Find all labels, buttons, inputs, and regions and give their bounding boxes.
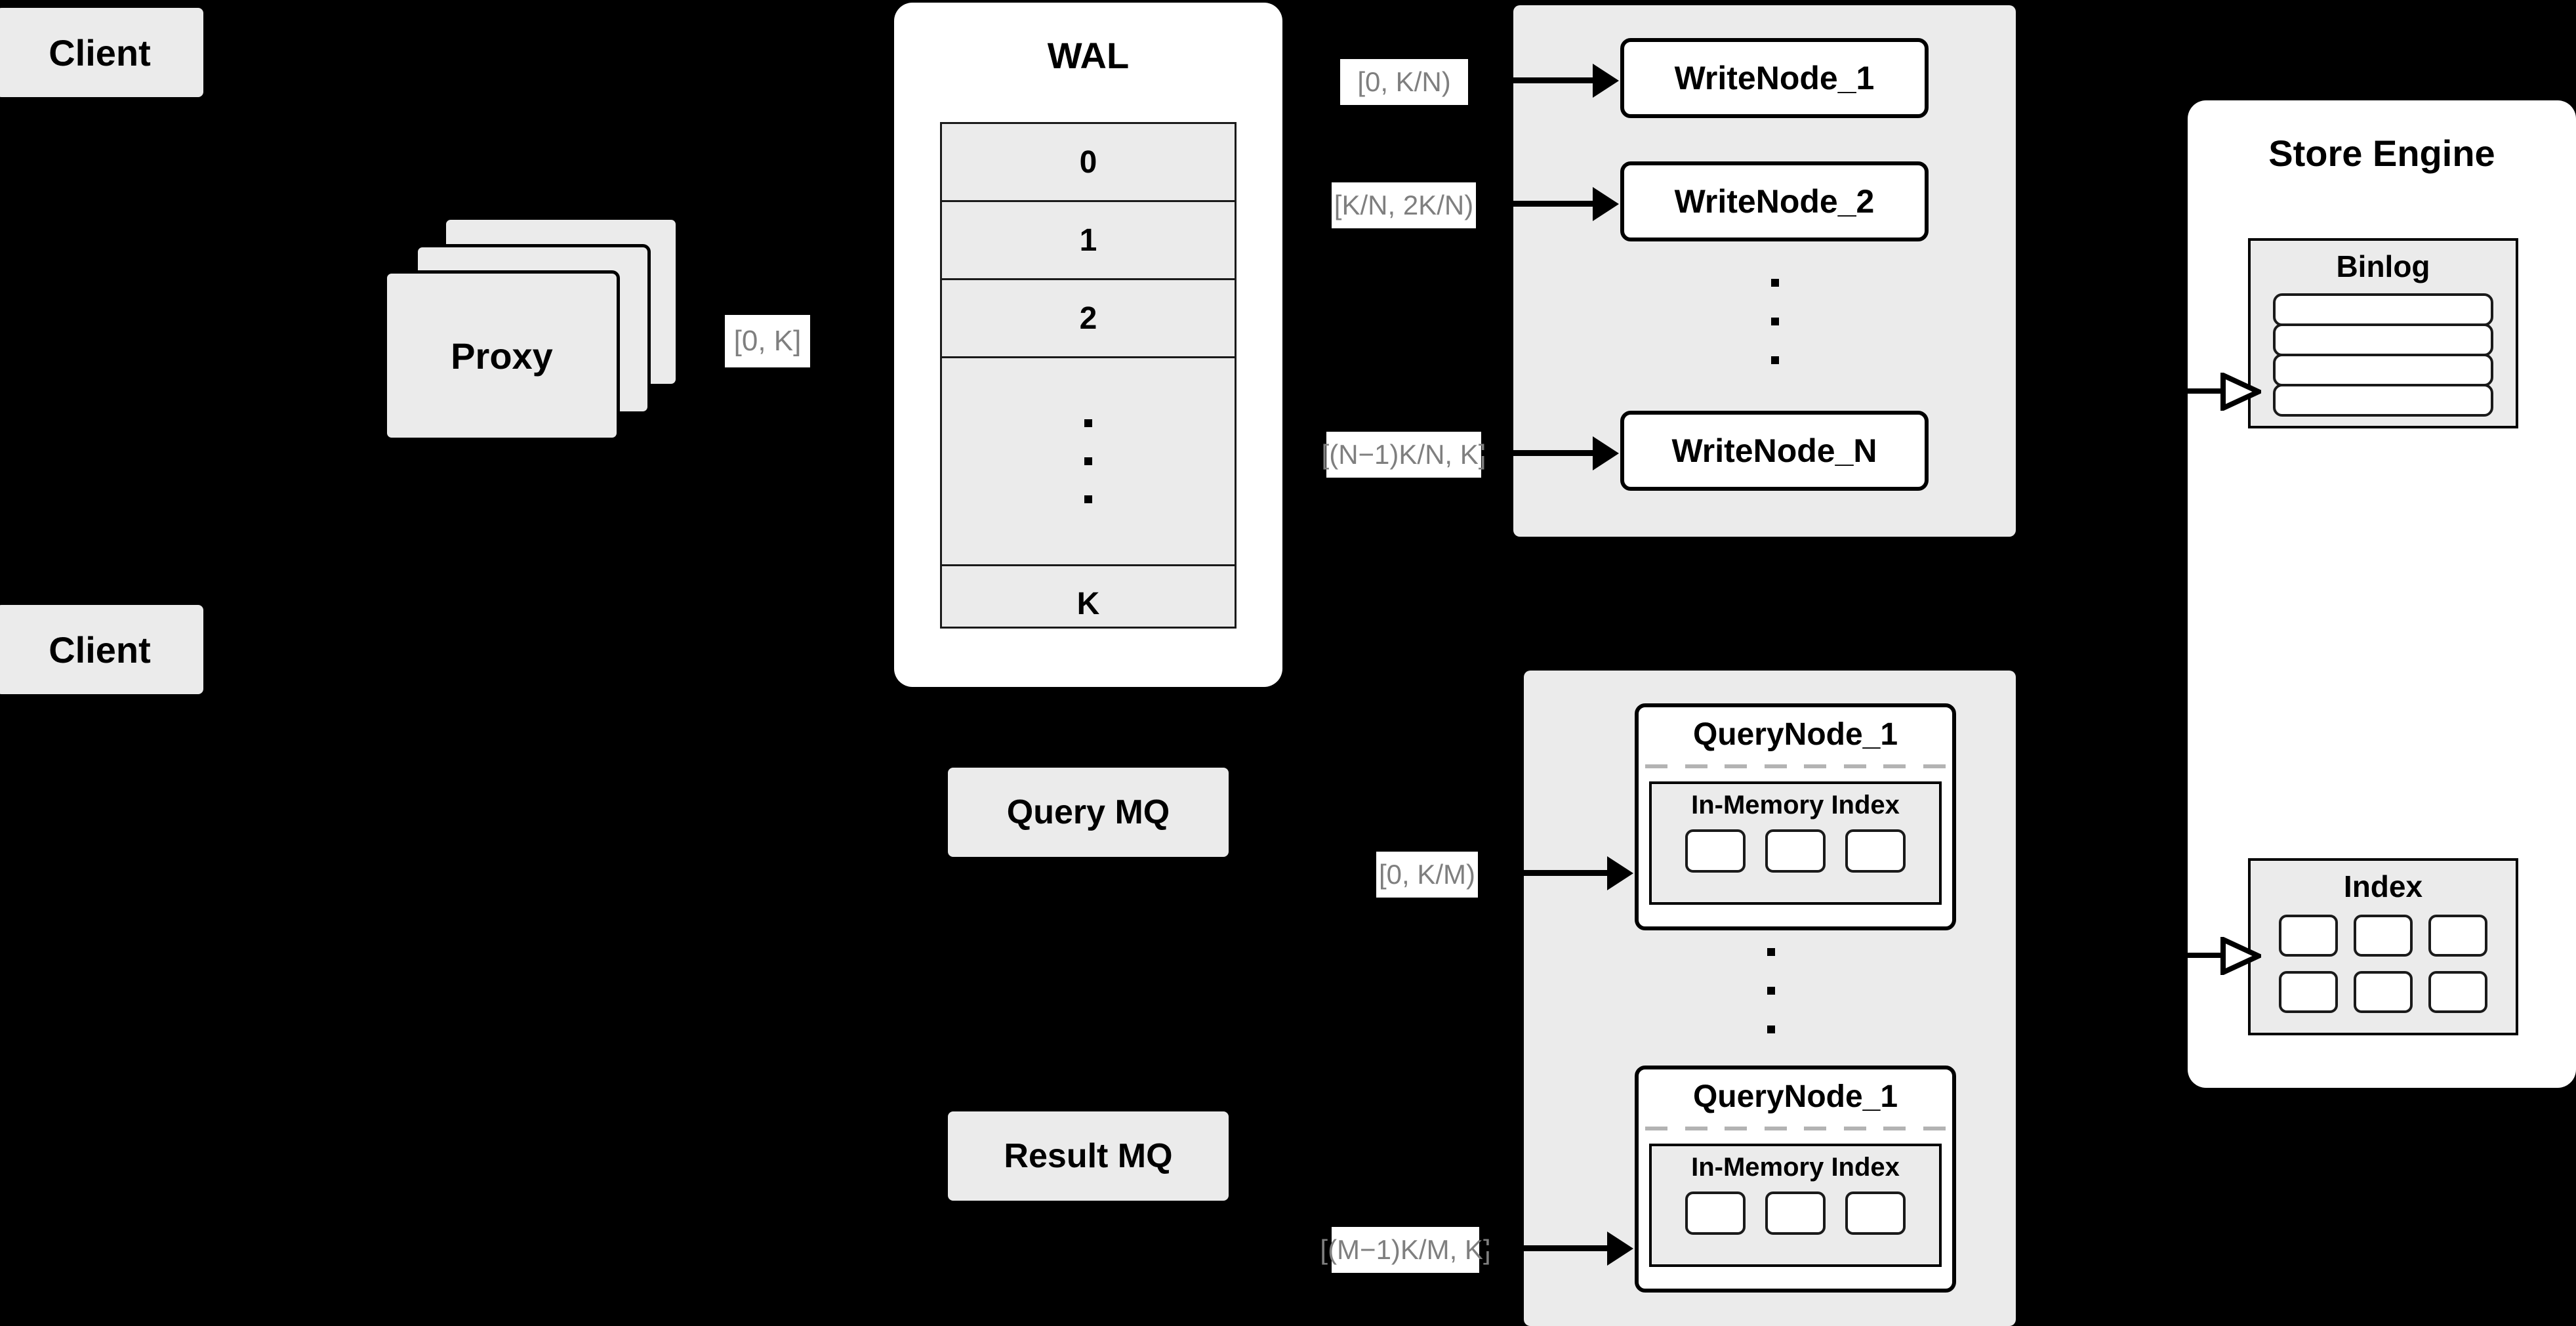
wal-vertical-ellipsis-icon	[1084, 419, 1092, 503]
index-cell[interactable]	[2428, 915, 2487, 957]
connector-query-1	[1484, 870, 1608, 876]
binlog-row[interactable]	[2273, 384, 2493, 417]
query-node-m[interactable]: QueryNode_1 In-Memory Index	[1635, 1066, 1956, 1293]
query-mq-box[interactable]: Query MQ	[947, 766, 1230, 858]
wal-row-label: 2	[1079, 300, 1097, 336]
query-mq-label: Query MQ	[1006, 793, 1170, 831]
wal-row-label: 0	[1079, 144, 1097, 180]
in-memory-index-label-m: In-Memory Index	[1691, 1153, 1900, 1182]
proxy-label: Proxy	[451, 335, 553, 377]
store-engine-panel: Store Engine Binlog Index	[2188, 100, 2576, 1088]
write-cluster-vertical-ellipsis-icon	[1770, 279, 1780, 364]
query-node-m-in-memory-index[interactable]: In-Memory Index	[1649, 1144, 1942, 1267]
query-node-m-separator	[1645, 1127, 1946, 1130]
query-node-1-in-memory-index[interactable]: In-Memory Index	[1649, 781, 1942, 905]
wal-row-label: K	[1076, 586, 1100, 621]
wal-panel: WAL 0 1 2 K	[894, 3, 1282, 687]
index-cell[interactable]	[1685, 1191, 1746, 1235]
query-node-1[interactable]: QueryNode_1 In-Memory Index	[1635, 703, 1956, 930]
arrowhead-write-n-icon	[1593, 436, 1619, 470]
client-box-1[interactable]: Client	[0, 7, 205, 98]
wal-row-label: 1	[1079, 222, 1097, 258]
binlog-box[interactable]: Binlog	[2248, 238, 2518, 428]
wal-row-k[interactable]: K	[942, 566, 1235, 641]
result-mq-label: Result MQ	[1004, 1137, 1173, 1175]
index-cell[interactable]	[1845, 1191, 1906, 1235]
connector-write-n	[1481, 450, 1594, 456]
edge-label-text: [(M−1)K/M, K]	[1320, 1234, 1491, 1265]
binlog-title: Binlog	[2336, 249, 2430, 283]
index-cell[interactable]	[1845, 829, 1906, 873]
client-label-2: Client	[49, 629, 151, 671]
connector-to-index	[2188, 953, 2226, 958]
arrowhead-query-1-icon	[1607, 856, 1633, 890]
edge-label-write-1: [0, K/N)	[1340, 59, 1468, 105]
arrowhead-query-m-icon	[1607, 1232, 1633, 1266]
edge-label-write-2: [K/N, 2K/N)	[1332, 182, 1476, 228]
edge-label-query-1: [0, K/M)	[1376, 852, 1478, 898]
wal-row-ellipsis	[942, 358, 1235, 566]
index-cell[interactable]	[1685, 829, 1746, 873]
write-node-2[interactable]: WriteNode_2	[1620, 161, 1929, 241]
edge-label-proxy-to-wal: [0, K]	[725, 315, 810, 367]
index-cell[interactable]	[2354, 915, 2413, 957]
binlog-row[interactable]	[2273, 354, 2493, 386]
proxy-box[interactable]: Proxy	[384, 270, 620, 441]
query-node-m-title: QueryNode_1	[1692, 1079, 1898, 1114]
binlog-row[interactable]	[2273, 293, 2493, 326]
connector-query-m	[1484, 1245, 1608, 1251]
index-cell[interactable]	[1765, 1191, 1826, 1235]
edge-label-write-n: [(N−1)K/N, K]	[1322, 432, 1486, 478]
edge-label-text: [(N−1)K/N, K]	[1321, 439, 1486, 470]
index-cell[interactable]	[2279, 971, 2338, 1013]
index-cell[interactable]	[1765, 829, 1826, 873]
client-box-2[interactable]: Client	[0, 604, 205, 695]
arrowhead-binlog-icon	[2220, 373, 2261, 411]
binlog-row[interactable]	[2273, 323, 2493, 356]
index-cell[interactable]	[2279, 915, 2338, 957]
edge-label-text: [0, K]	[733, 325, 802, 357]
wal-row-2[interactable]: 2	[942, 280, 1235, 358]
index-title: Index	[2343, 869, 2423, 903]
wal-title: WAL	[1047, 35, 1130, 76]
index-cell[interactable]	[2428, 971, 2487, 1013]
query-node-1-separator	[1645, 764, 1946, 768]
arrowhead-write-2-icon	[1593, 187, 1619, 221]
index-box[interactable]: Index	[2248, 858, 2518, 1035]
wal-rows: 0 1 2 K	[940, 122, 1237, 629]
write-node-n[interactable]: WriteNode_N	[1620, 411, 1929, 491]
query-cluster-vertical-ellipsis-icon	[1767, 948, 1776, 1033]
edge-label-text: [K/N, 2K/N)	[1334, 190, 1474, 220]
connector-to-binlog	[2188, 388, 2226, 394]
write-node-1-label: WriteNode_1	[1674, 60, 1875, 96]
wal-row-1[interactable]: 1	[942, 202, 1235, 280]
connector-write-1	[1476, 77, 1594, 83]
connector-write-2	[1481, 201, 1594, 207]
query-node-1-title: QueryNode_1	[1692, 717, 1898, 752]
result-mq-box[interactable]: Result MQ	[947, 1110, 1230, 1202]
wal-row-0[interactable]: 0	[942, 124, 1235, 202]
edge-label-text: [0, K/M)	[1378, 859, 1476, 890]
write-node-1[interactable]: WriteNode_1	[1620, 38, 1929, 118]
write-node-2-label: WriteNode_2	[1674, 183, 1875, 220]
client-label-1: Client	[49, 31, 151, 73]
edge-label-query-m: [(M−1)K/M, K]	[1320, 1227, 1491, 1273]
edge-label-text: [0, K/N)	[1357, 66, 1451, 97]
write-node-n-label: WriteNode_N	[1671, 432, 1877, 469]
arrowhead-index-icon	[2220, 937, 2261, 975]
store-engine-title: Store Engine	[2268, 133, 2495, 174]
arrowhead-write-1-icon	[1593, 64, 1619, 98]
index-cell[interactable]	[2354, 971, 2413, 1013]
in-memory-index-label-1: In-Memory Index	[1691, 791, 1900, 819]
